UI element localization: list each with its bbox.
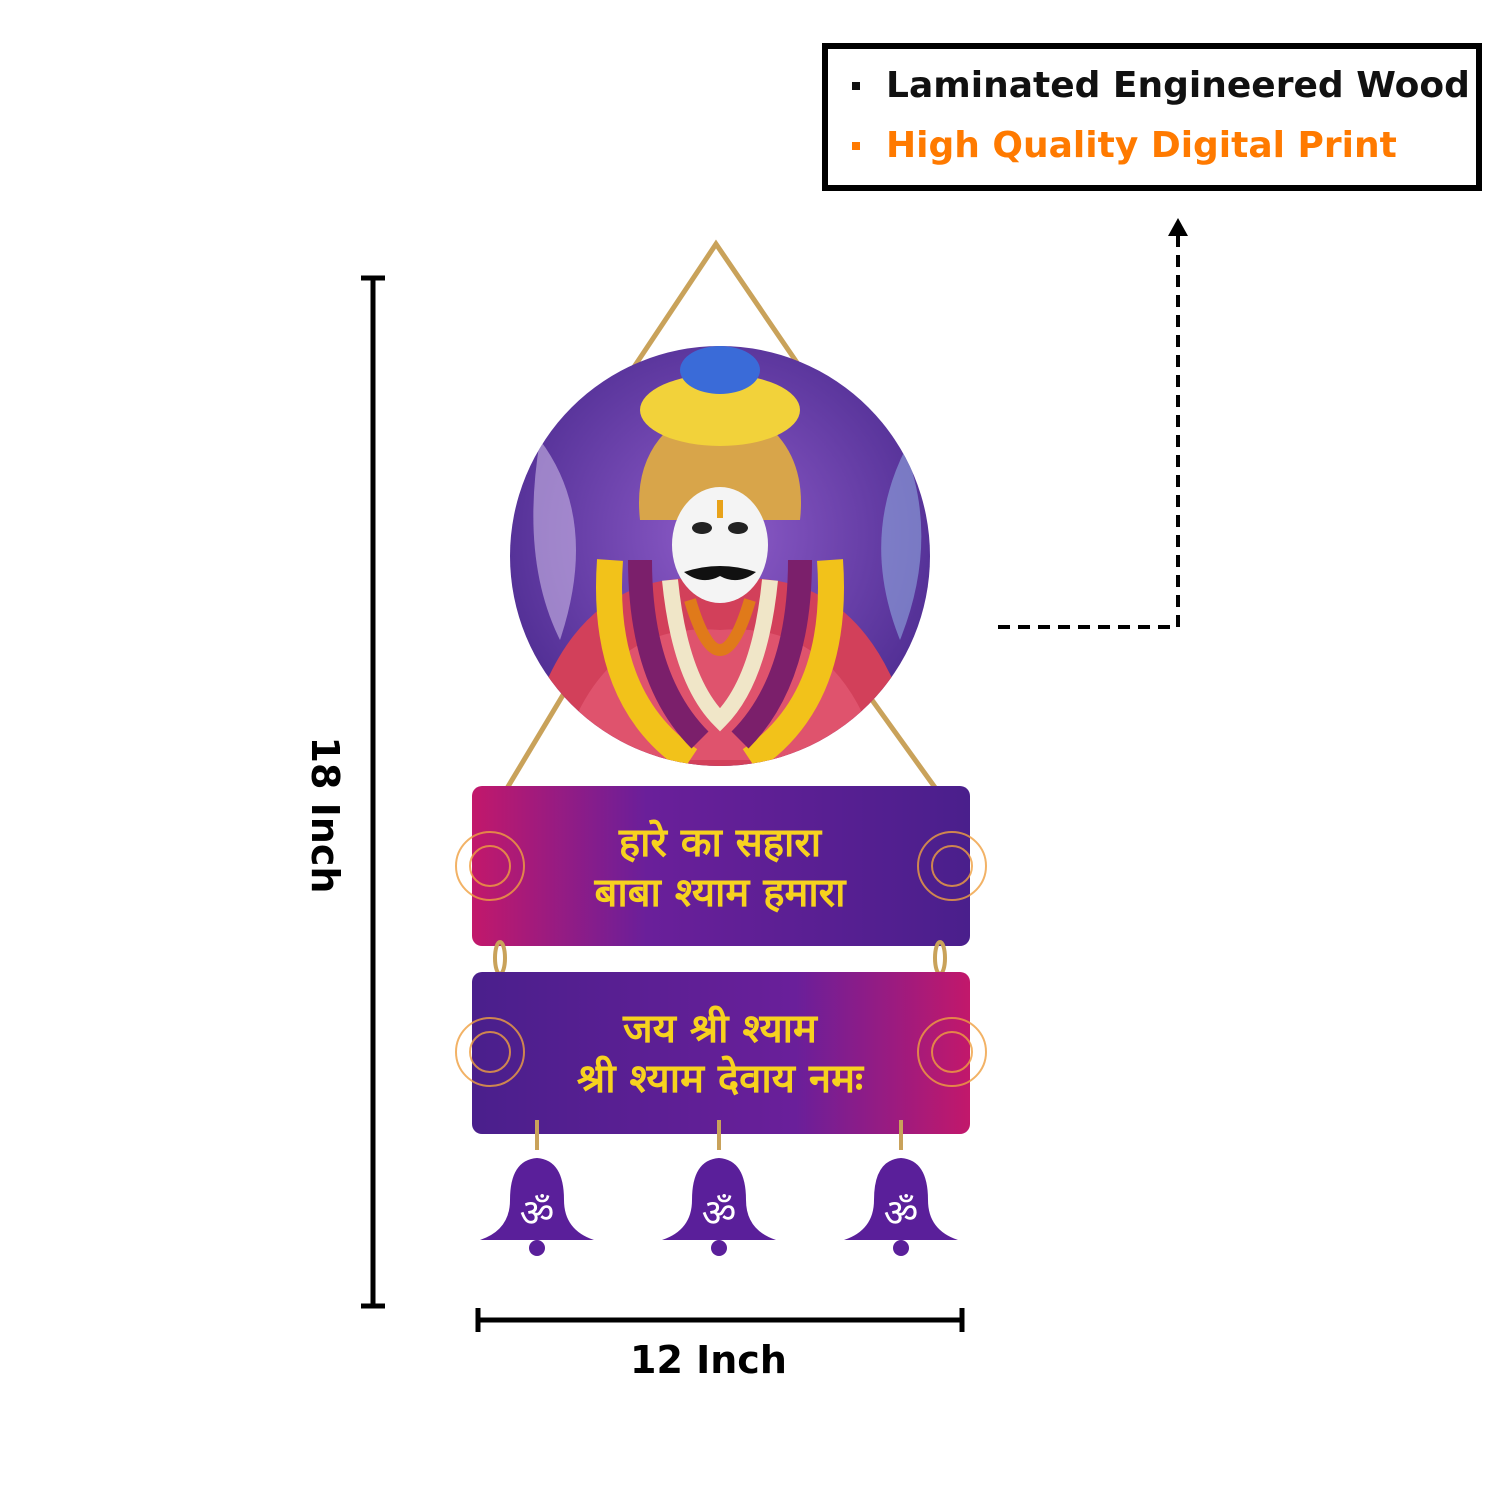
plaque-top-line1: हारे का सहारा <box>618 820 822 866</box>
plaque-bottom <box>455 972 987 1134</box>
height-dimension-line <box>361 275 385 1309</box>
feature-item-print: High Quality Digital Print <box>852 125 1397 166</box>
deity-portrait-disc <box>510 346 930 766</box>
bullet-icon <box>852 141 860 150</box>
plaque-bottom-line2: श्री श्याम देवाय नमः <box>576 1056 864 1102</box>
feature-label: Laminated Engineered Wood <box>886 65 1470 106</box>
feature-label: High Quality Digital Print <box>886 125 1397 166</box>
feature-item-wood: Laminated Engineered Wood <box>852 65 1470 106</box>
bell-middle <box>662 1120 776 1256</box>
bell-right <box>844 1120 958 1256</box>
width-label: 12 Inch <box>630 1338 787 1382</box>
bell-om-symbol: ॐ <box>884 1191 919 1235</box>
plaque-top <box>455 786 987 946</box>
dashed-arrow <box>998 218 1188 629</box>
height-label: 18 Inch <box>303 736 347 894</box>
bell-om-symbol: ॐ <box>702 1191 737 1235</box>
plaque-bottom-text: जय श्री श्याम श्री श्याम देवाय नमः <box>490 1004 950 1104</box>
bell-om-symbol: ॐ <box>520 1191 555 1235</box>
plaque-top-line2: बाबा श्याम हमारा <box>594 870 846 916</box>
plaque-bottom-line1: जय श्री श्याम <box>623 1006 817 1052</box>
bell-left <box>480 1120 594 1256</box>
feature-box: Laminated Engineered Wood High Quality D… <box>822 43 1482 191</box>
bullet-icon <box>852 81 860 90</box>
width-dimension-line <box>475 1308 965 1332</box>
plaque-top-text: हारे का सहारा बाबा श्याम हमारा <box>490 818 950 918</box>
plaque-connectors <box>493 940 947 976</box>
